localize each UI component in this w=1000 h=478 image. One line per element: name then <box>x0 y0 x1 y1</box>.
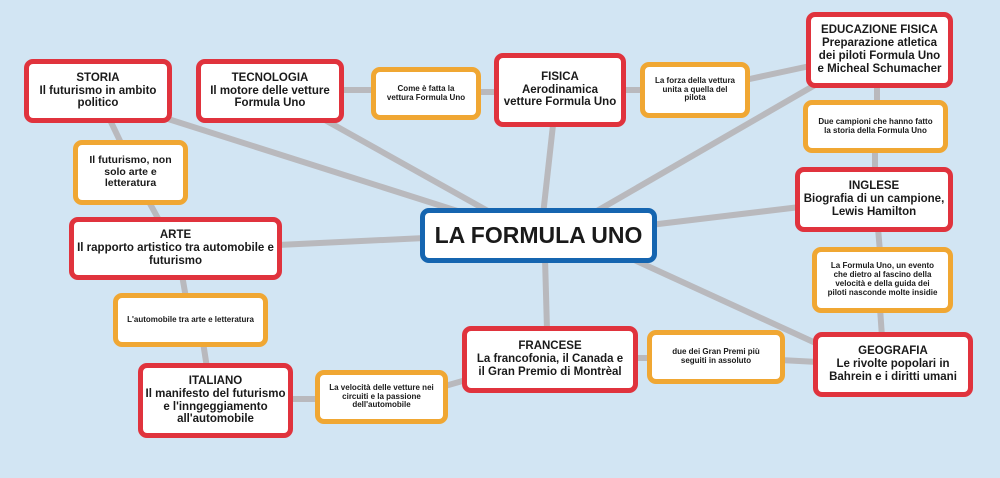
node-text: Il manifesto del futurismo e l'inngeggia… <box>145 387 286 426</box>
link-center-geografia <box>628 255 822 348</box>
connector-text: Come è fatta la vettura Formula Uno <box>386 83 466 102</box>
node-inglese[interactable]: INGLESE Biografia di un campione, Lewis … <box>795 167 953 232</box>
link-center-storia <box>164 115 471 218</box>
node-text: Il futurismo in ambito politico <box>39 84 157 110</box>
center-node[interactable]: LA FORMULA UNO <box>420 208 657 263</box>
connector-futurismo[interactable]: Il futurismo, non solo arte e letteratur… <box>73 140 188 205</box>
connector-text: due dei Gran Premi più seguiti in assolu… <box>672 347 760 365</box>
link-center-fisica <box>540 124 556 216</box>
node-title: INGLESE <box>848 180 900 193</box>
node-geografia[interactable]: GEOGRAFIA Le rivolte popolari in Bahrein… <box>813 332 973 397</box>
link-granpremi-geografia <box>779 357 819 365</box>
connector-text: La forza della vettura unita a quella de… <box>654 75 736 103</box>
connector-due-campioni[interactable]: Due campioni che hanno fatto la storia d… <box>803 100 948 153</box>
connector-text: L'automobile tra arte e letteratura <box>127 314 254 324</box>
link-center-arte <box>277 235 426 248</box>
connector-text: Il futurismo, non solo arte e letteratur… <box>89 153 172 190</box>
node-title: ARTE <box>159 229 192 242</box>
node-title: FISICA <box>541 70 579 83</box>
connector-gran-premi[interactable]: due dei Gran Premi più seguiti in assolu… <box>647 330 785 384</box>
link-center-francese <box>542 257 550 331</box>
connector-text: La Formula Uno, un evento che dietro al … <box>827 261 938 297</box>
link-educazione-forza <box>744 63 811 83</box>
node-title: EDUCAZIONE FISICA <box>821 24 938 37</box>
center-title: LA FORMULA UNO <box>434 221 643 248</box>
node-text: Il motore delle vetture Formula Uno <box>210 84 330 110</box>
link-center-inglese <box>649 204 801 228</box>
connector-text: La velocità delle vetture nei circuiti e… <box>329 382 434 410</box>
node-text: Aerodinamica vetture Formula Uno <box>503 83 617 109</box>
node-text: Le rivolte popolari in Bahrein e i dirit… <box>829 358 957 383</box>
node-title: FRANCESE <box>518 340 582 353</box>
connector-automobile-arte[interactable]: L'automobile tra arte e letteratura <box>113 293 268 347</box>
node-storia[interactable]: STORIA Il futurismo in ambito politico <box>24 59 172 123</box>
node-fisica[interactable]: FISICA Aerodinamica vetture Formula Uno <box>494 53 626 127</box>
connector-evento[interactable]: La Formula Uno, un evento che dietro al … <box>812 247 953 313</box>
node-text: Biografia di un campione, Lewis Hamilton <box>803 193 945 218</box>
link-center-educazione <box>588 82 817 218</box>
node-title: GEOGRAFIA <box>858 345 928 358</box>
node-title: STORIA <box>76 71 120 84</box>
connector-come-fatta[interactable]: Come è fatta la vettura Formula Uno <box>371 67 481 120</box>
link-center-tecnologia <box>323 117 497 218</box>
node-italiano[interactable]: ITALIANO Il manifesto del futurismo e l'… <box>138 363 293 438</box>
node-text: Il rapporto artistico tra automobile e f… <box>77 242 274 267</box>
node-text: Preparazione atletica dei piloti Formula… <box>817 37 942 75</box>
node-text: La francofonia, il Canada e il Gran Prem… <box>476 353 624 378</box>
node-francese[interactable]: FRANCESE La francofonia, il Canada e il … <box>462 326 638 393</box>
node-tecnologia[interactable]: TECNOLOGIA Il motore delle vetture Formu… <box>196 59 344 123</box>
node-educazione-fisica[interactable]: EDUCAZIONE FISICA Preparazione atletica … <box>806 12 953 88</box>
node-arte[interactable]: ARTE Il rapporto artistico tra automobil… <box>69 217 282 280</box>
connector-text: Due campioni che hanno fatto la storia d… <box>818 116 933 135</box>
connector-velocita[interactable]: La velocità delle vetture nei circuiti e… <box>315 370 448 424</box>
connector-forza[interactable]: La forza della vettura unita a quella de… <box>640 62 750 118</box>
node-title: ITALIANO <box>188 374 243 387</box>
node-title: TECNOLOGIA <box>231 71 309 84</box>
